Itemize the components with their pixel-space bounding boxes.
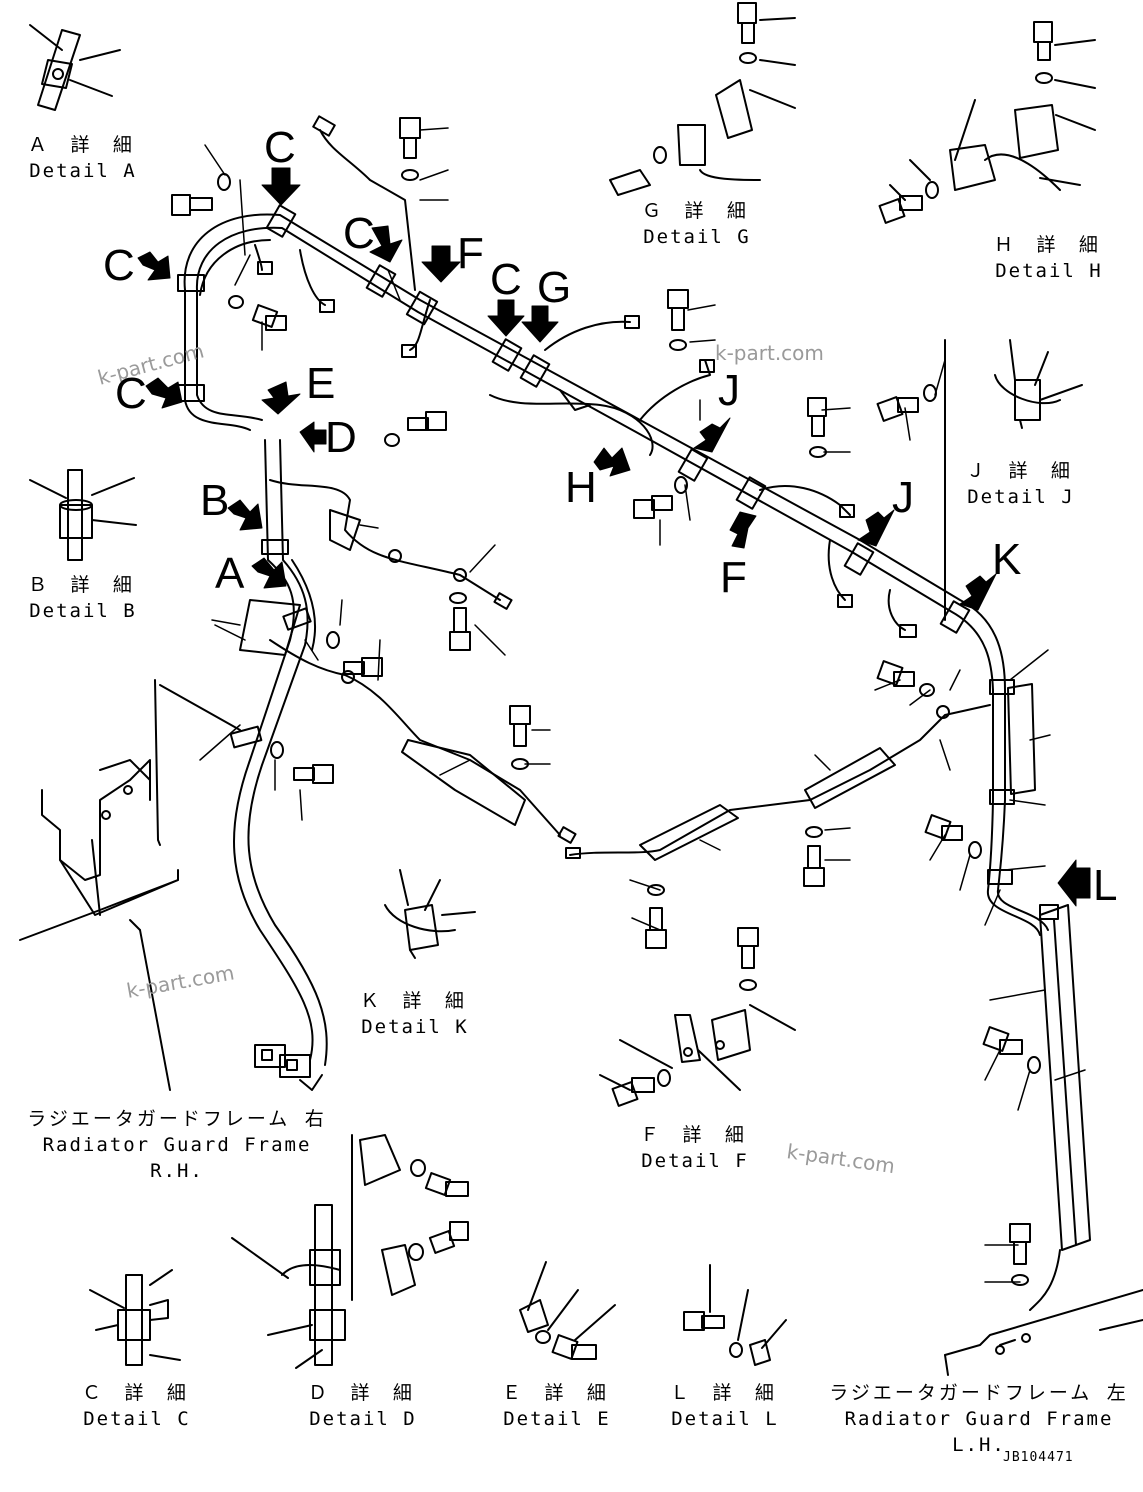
callout-c-3: C	[343, 209, 375, 258]
bolts-washers	[171, 117, 1041, 1286]
detail-j-jp: Ｊ 詳 細	[966, 460, 1076, 482]
detail-h-sketch	[878, 21, 1096, 224]
detail-h-en: Detail H	[995, 260, 1103, 282]
callout-c-1: C	[264, 123, 296, 172]
sensor-cables	[254, 115, 855, 518]
sub-harness-left	[239, 479, 577, 844]
detail-d-en: Detail D	[309, 1408, 417, 1430]
callout-j-1: J	[718, 366, 740, 415]
detail-l-jp: Ｌ 詳 細	[670, 1382, 780, 1404]
detail-f-jp: Ｆ 詳 細	[640, 1124, 750, 1146]
detail-c-en: Detail C	[83, 1408, 191, 1430]
callout-d: D	[325, 413, 357, 462]
watermark-1: k-part.com	[95, 338, 206, 389]
detail-a-label: Ａ 詳 細 Detail A	[28, 132, 138, 184]
detail-k-en: Detail K	[361, 1016, 469, 1038]
drawing-code: JB104471	[1003, 1450, 1074, 1465]
detail-l-sketch	[683, 1264, 787, 1366]
left-harness	[229, 439, 328, 1091]
detail-d-jp: Ｄ 詳 細	[308, 1382, 418, 1404]
detail-j-en: Detail J	[967, 486, 1075, 508]
detail-e-sketch	[519, 1261, 616, 1360]
callout-l: L	[1093, 861, 1117, 910]
callout-j-2: J	[892, 473, 914, 522]
frame-lh-label: ラジエータガードフレーム 左 Radiator Guard Frame L.H.	[818, 1380, 1140, 1458]
frame-rh-en: Radiator Guard Frame R.H.	[42, 1134, 312, 1182]
watermark-3: k-part.com	[125, 960, 236, 1003]
detail-c-label: Ｃ 詳 細 Detail C	[82, 1380, 192, 1432]
detail-l-en: Detail L	[671, 1408, 779, 1430]
callout-c-5: C	[115, 369, 147, 418]
detail-c-sketch	[89, 1269, 181, 1366]
callout-e: E	[306, 359, 335, 408]
detail-j-label: Ｊ 詳 細 Detail J	[966, 458, 1076, 510]
detail-g-jp: Ｇ 詳 細	[642, 200, 752, 222]
callout-f-1: F	[457, 229, 484, 278]
detail-a-jp: Ａ 詳 細	[28, 134, 138, 156]
watermark-2: k-part.com	[715, 341, 824, 365]
radiator-guard-frame-rh	[19, 679, 241, 1091]
radiator-guard-frame-lh	[944, 339, 1143, 1376]
watermark-4: k-part.com	[785, 1139, 896, 1178]
callout-letters: C C C F C G C E D B A H J F J K L	[103, 123, 1117, 910]
sub-harness-right	[565, 539, 991, 861]
detail-a-sketch	[29, 24, 121, 111]
callout-b: B	[200, 476, 229, 525]
frame-rh-jp: ラジエータガードフレーム 右	[27, 1108, 327, 1130]
leader-lines	[199, 127, 1086, 1283]
detail-e-jp: Ｅ 詳 細	[502, 1382, 612, 1404]
detail-e-label: Ｅ 詳 細 Detail E	[502, 1380, 612, 1432]
detail-b-jp: Ｂ 詳 細	[28, 574, 138, 596]
detail-k-jp: Ｋ 詳 細	[360, 990, 470, 1012]
callout-c-2: C	[103, 241, 135, 290]
detail-d-label: Ｄ 詳 細 Detail D	[308, 1380, 418, 1432]
detail-l-label: Ｌ 詳 細 Detail L	[670, 1380, 780, 1432]
detail-e-en: Detail E	[503, 1408, 611, 1430]
detail-a-en: Detail A	[29, 160, 137, 182]
detail-b-label: Ｂ 詳 細 Detail B	[28, 572, 138, 624]
detail-f-sketch	[599, 927, 796, 1107]
detail-k-label: Ｋ 詳 細 Detail K	[360, 988, 470, 1040]
detail-g-label: Ｇ 詳 細 Detail G	[642, 198, 752, 250]
detail-d-sketch	[231, 1134, 469, 1369]
right-harness	[986, 679, 1091, 1311]
detail-j-sketch	[994, 339, 1083, 429]
frame-lh-jp: ラジエータガードフレーム 左	[829, 1382, 1129, 1404]
detail-f-label: Ｆ 詳 細 Detail F	[640, 1122, 750, 1174]
detail-h-jp: Ｈ 詳 細	[994, 234, 1104, 256]
callout-arrows	[137, 167, 1091, 907]
detail-c-jp: Ｃ 詳 細	[82, 1382, 192, 1404]
callout-h: H	[565, 463, 597, 512]
detail-h-label: Ｈ 詳 細 Detail H	[994, 232, 1104, 284]
detail-k-sketch	[384, 869, 476, 959]
callout-f-2: F	[720, 553, 747, 602]
callout-k: K	[992, 535, 1021, 584]
callout-a: A	[215, 549, 245, 598]
frame-rh-label: ラジエータガードフレーム 右 Radiator Guard Frame R.H.	[12, 1106, 342, 1184]
detail-f-en: Detail F	[641, 1150, 749, 1172]
detail-g-sketch	[609, 2, 796, 196]
callout-g: G	[537, 263, 571, 312]
detail-g-en: Detail G	[643, 226, 751, 248]
callout-c-4: C	[490, 255, 522, 304]
detail-b-sketch	[29, 469, 137, 561]
harness-clamps	[177, 204, 971, 634]
detail-b-en: Detail B	[29, 600, 137, 622]
frame-lh-en: Radiator Guard Frame L.H.	[844, 1408, 1114, 1456]
